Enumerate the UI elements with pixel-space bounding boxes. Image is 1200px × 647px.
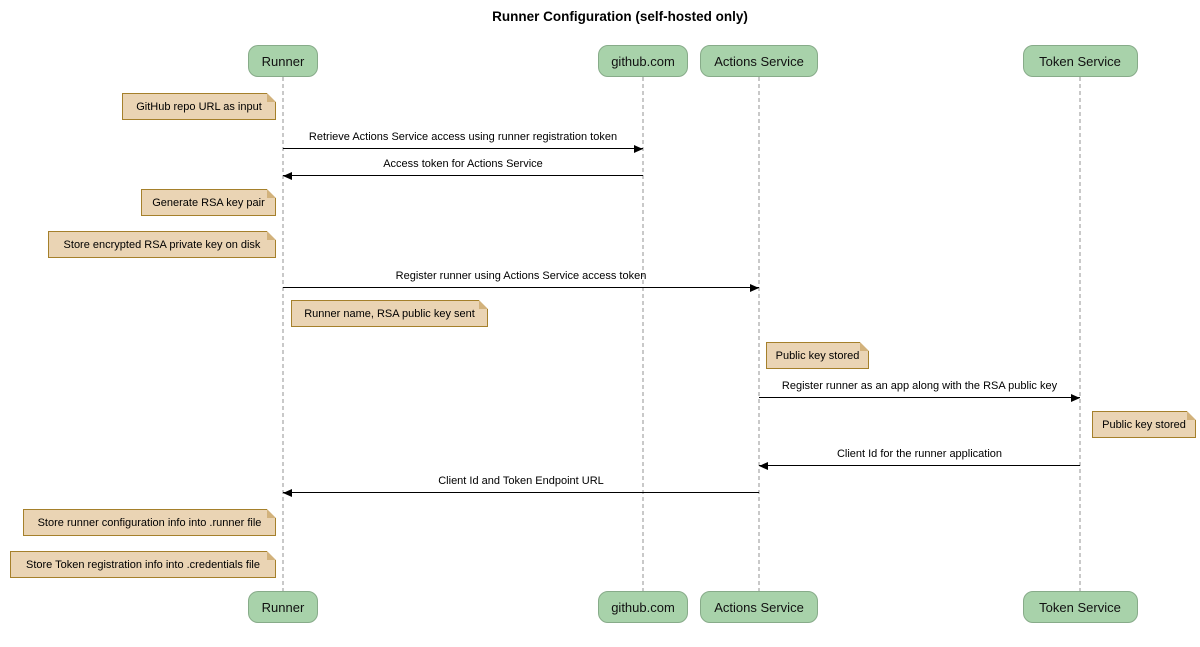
- message-label: Register runner as an app along with the…: [781, 380, 1058, 392]
- note-fold-icon: [1187, 411, 1196, 420]
- message-line: [283, 175, 643, 176]
- note-fold-icon: [267, 231, 276, 240]
- message-line: [283, 148, 643, 149]
- lifeline-token-service: [1079, 77, 1081, 591]
- note-label: Store encrypted RSA private key on disk: [63, 238, 261, 251]
- message-label: Access token for Actions Service: [383, 158, 543, 170]
- note-4: Runner name, RSA public key sent: [291, 300, 488, 327]
- participant-runner-bottom: Runner: [248, 591, 318, 623]
- note-7: Store runner configuration info into .ru…: [23, 509, 276, 536]
- message-line: [283, 492, 759, 493]
- message-line: [283, 287, 759, 288]
- note-fold-icon: [267, 189, 276, 198]
- participant-label: Token Service: [1039, 600, 1121, 615]
- message-2: Access token for Actions Service: [283, 158, 643, 180]
- participant-label: github.com: [611, 54, 675, 69]
- message-6: Client Id and Token Endpoint URL: [283, 475, 759, 497]
- arrowhead-icon: [1071, 393, 1080, 402]
- participant-runner-top: Runner: [248, 45, 318, 77]
- note-label: Store runner configuration info into .ru…: [37, 516, 262, 529]
- note-label: Public key stored: [1102, 418, 1186, 431]
- message-label: Retrieve Actions Service access using ru…: [308, 131, 618, 143]
- participant-github-top: github.com: [598, 45, 688, 77]
- note-1: GitHub repo URL as input: [122, 93, 276, 120]
- participant-token-service-bottom: Token Service: [1022, 591, 1138, 623]
- message-4: Register runner as an app along with the…: [759, 380, 1080, 402]
- note-fold-icon: [267, 93, 276, 102]
- note-8: Store Token registration info into .cred…: [10, 551, 276, 578]
- note-fold-icon: [860, 342, 869, 351]
- participant-label: Actions Service: [714, 54, 804, 69]
- lifeline-actions-service: [758, 77, 760, 591]
- message-1: Retrieve Actions Service access using ru…: [283, 131, 643, 153]
- lifeline-github: [642, 77, 644, 591]
- note-6: Public key stored: [1092, 411, 1196, 438]
- participant-label: Token Service: [1039, 54, 1121, 69]
- note-3: Store encrypted RSA private key on disk: [48, 231, 276, 258]
- note-5: Public key stored: [766, 342, 869, 369]
- participant-actions-service-top: Actions Service: [700, 45, 818, 77]
- participant-label: Actions Service: [714, 600, 804, 615]
- note-fold-icon: [479, 300, 488, 309]
- lifeline-runner: [282, 77, 284, 591]
- arrowhead-icon: [283, 171, 292, 180]
- arrowhead-icon: [750, 283, 759, 292]
- diagram-title: Runner Configuration (self-hosted only): [492, 9, 748, 24]
- message-label: Client Id and Token Endpoint URL: [438, 475, 604, 487]
- arrowhead-icon: [283, 488, 292, 497]
- message-label: Client Id for the runner application: [836, 448, 1003, 460]
- participant-label: Runner: [261, 600, 305, 615]
- note-label: Store Token registration info into .cred…: [26, 558, 260, 571]
- participant-label: github.com: [611, 600, 675, 615]
- message-line: [759, 465, 1080, 466]
- note-label: GitHub repo URL as input: [136, 100, 262, 113]
- participant-github-bottom: github.com: [598, 591, 688, 623]
- participant-token-service-top: Token Service: [1022, 45, 1138, 77]
- message-3: Register runner using Actions Service ac…: [283, 270, 759, 292]
- note-fold-icon: [267, 551, 276, 560]
- message-label: Register runner using Actions Service ac…: [395, 270, 647, 282]
- message-5: Client Id for the runner application: [759, 448, 1080, 470]
- note-2: Generate RSA key pair: [141, 189, 276, 216]
- arrowhead-icon: [759, 461, 768, 470]
- participant-actions-service-bottom: Actions Service: [700, 591, 818, 623]
- participant-label: Runner: [261, 54, 305, 69]
- note-label: Public key stored: [775, 349, 860, 362]
- message-line: [759, 397, 1080, 398]
- note-label: Generate RSA key pair: [152, 196, 265, 209]
- note-fold-icon: [267, 509, 276, 518]
- note-label: Runner name, RSA public key sent: [304, 307, 475, 320]
- arrowhead-icon: [634, 144, 643, 153]
